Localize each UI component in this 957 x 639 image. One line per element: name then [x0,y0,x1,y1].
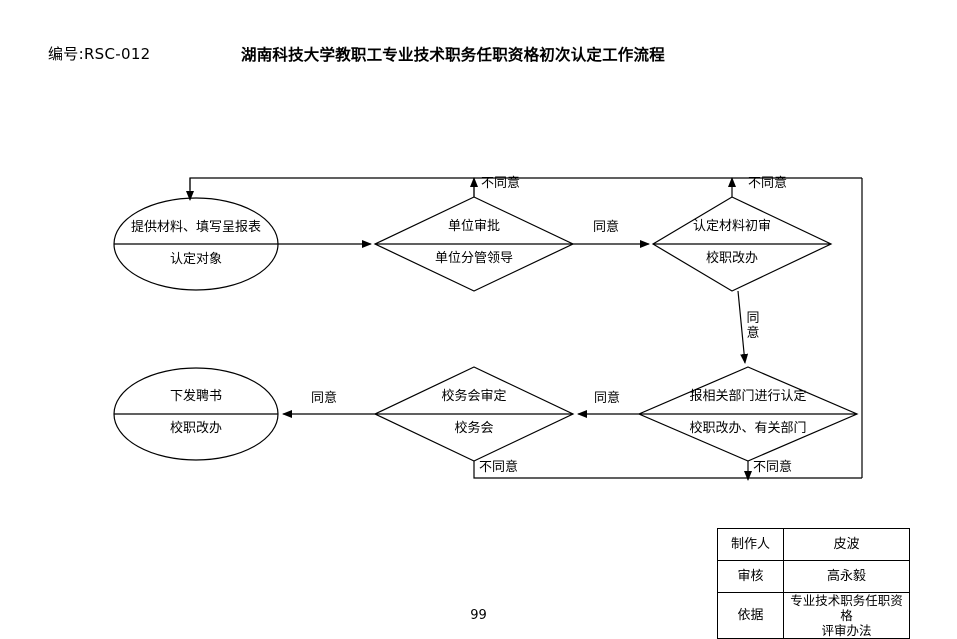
edge-material-review-to-report [737,290,749,364]
node-report-departments-top-label: 报相关部门进行认定 [689,389,807,404]
info-table-label-reviewer: 审核 [716,560,785,593]
info-table: 制作人 皮波 审核 高永毅 依据 专业技术职务任职资格评审办法 [716,528,910,639]
node-start-top-label: 提供材料、填写呈报表 [130,220,261,235]
info-table-label-creator: 制作人 [716,528,785,561]
edge-school-affairs-disagree [473,461,862,479]
table-row: 制作人 皮波 [716,528,910,561]
edge-label-disagree-first-review: 不同意 [748,176,788,191]
edge-label-disagree-school-affairs: 不同意 [479,460,519,475]
edge-label-agree-report-to-school: 同意 [594,391,621,406]
page-number: 99 [470,608,487,623]
page-title: 湖南科技大学教职工专业技术职务任职资格初次认定工作流程 [241,46,665,64]
node-start-bottom-label: 认定对象 [169,252,222,267]
node-material-first-review-bottom-label: 校职改办 [705,251,758,266]
node-school-affairs-review-bottom-label: 校务会 [454,421,494,436]
document-number: 编号:RSC-012 [48,45,151,63]
info-table-value-creator: 皮波 [783,528,910,561]
info-table-label-basis: 依据 [716,592,785,639]
edge-label-agree-unit-to-review: 同意 [593,220,620,235]
node-issue-certificate-bottom-label: 校职改办 [169,421,222,436]
table-row: 审核 高永毅 [716,560,910,593]
node-unit-approval-top-label: 单位审批 [447,219,500,234]
info-table-value-reviewer: 高永毅 [783,560,910,593]
node-school-affairs-review-top-label: 校务会审定 [441,389,507,404]
info-table-value-basis: 专业技术职务任职资格评审办法 [783,592,910,639]
table-row: 依据 专业技术职务任职资格评审办法 [716,592,910,639]
node-unit-approval-shape [373,196,575,292]
edge-label-agree-school-to-issue: 同意 [311,391,338,406]
edge-label-disagree-unit: 不同意 [481,176,521,191]
node-material-first-review-shape [651,196,833,292]
node-report-departments-bottom-label: 校职改办、有关部门 [689,421,807,436]
edge-label-disagree-report-departments: 不同意 [753,460,793,475]
node-unit-approval-bottom-label: 单位分管领导 [434,251,513,266]
edge-label-agree-review-to-report: 同意 [746,311,760,341]
node-issue-certificate-top-label: 下发聘书 [169,389,222,404]
node-material-first-review-top-label: 认定材料初审 [692,219,771,234]
